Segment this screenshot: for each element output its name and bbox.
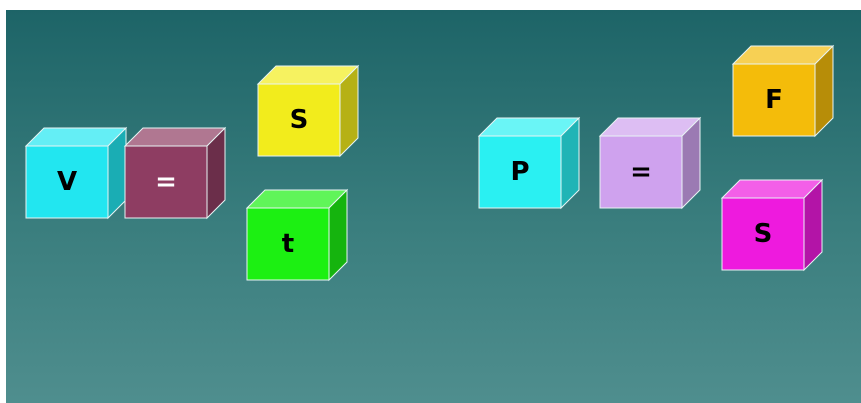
cube-s-numerator: S xyxy=(258,66,378,166)
cube-t-denominator: t xyxy=(247,190,367,290)
cube-s-denominator: S xyxy=(722,180,842,280)
cube-label: S xyxy=(258,84,340,156)
slide-canvas: V = S t P = F S xyxy=(6,10,861,403)
cube-label: = xyxy=(125,146,207,218)
cube-label: t xyxy=(247,208,329,280)
cube-f-numerator: F xyxy=(733,46,853,146)
cube-equals-2: = xyxy=(600,118,720,218)
cube-label: P xyxy=(479,136,561,208)
cube-label: V xyxy=(26,146,108,218)
cube-label: F xyxy=(733,64,815,136)
cube-equals-1: = xyxy=(125,128,245,228)
cube-label: S xyxy=(722,198,804,270)
cube-p: P xyxy=(479,118,599,218)
cube-label: = xyxy=(600,136,682,208)
